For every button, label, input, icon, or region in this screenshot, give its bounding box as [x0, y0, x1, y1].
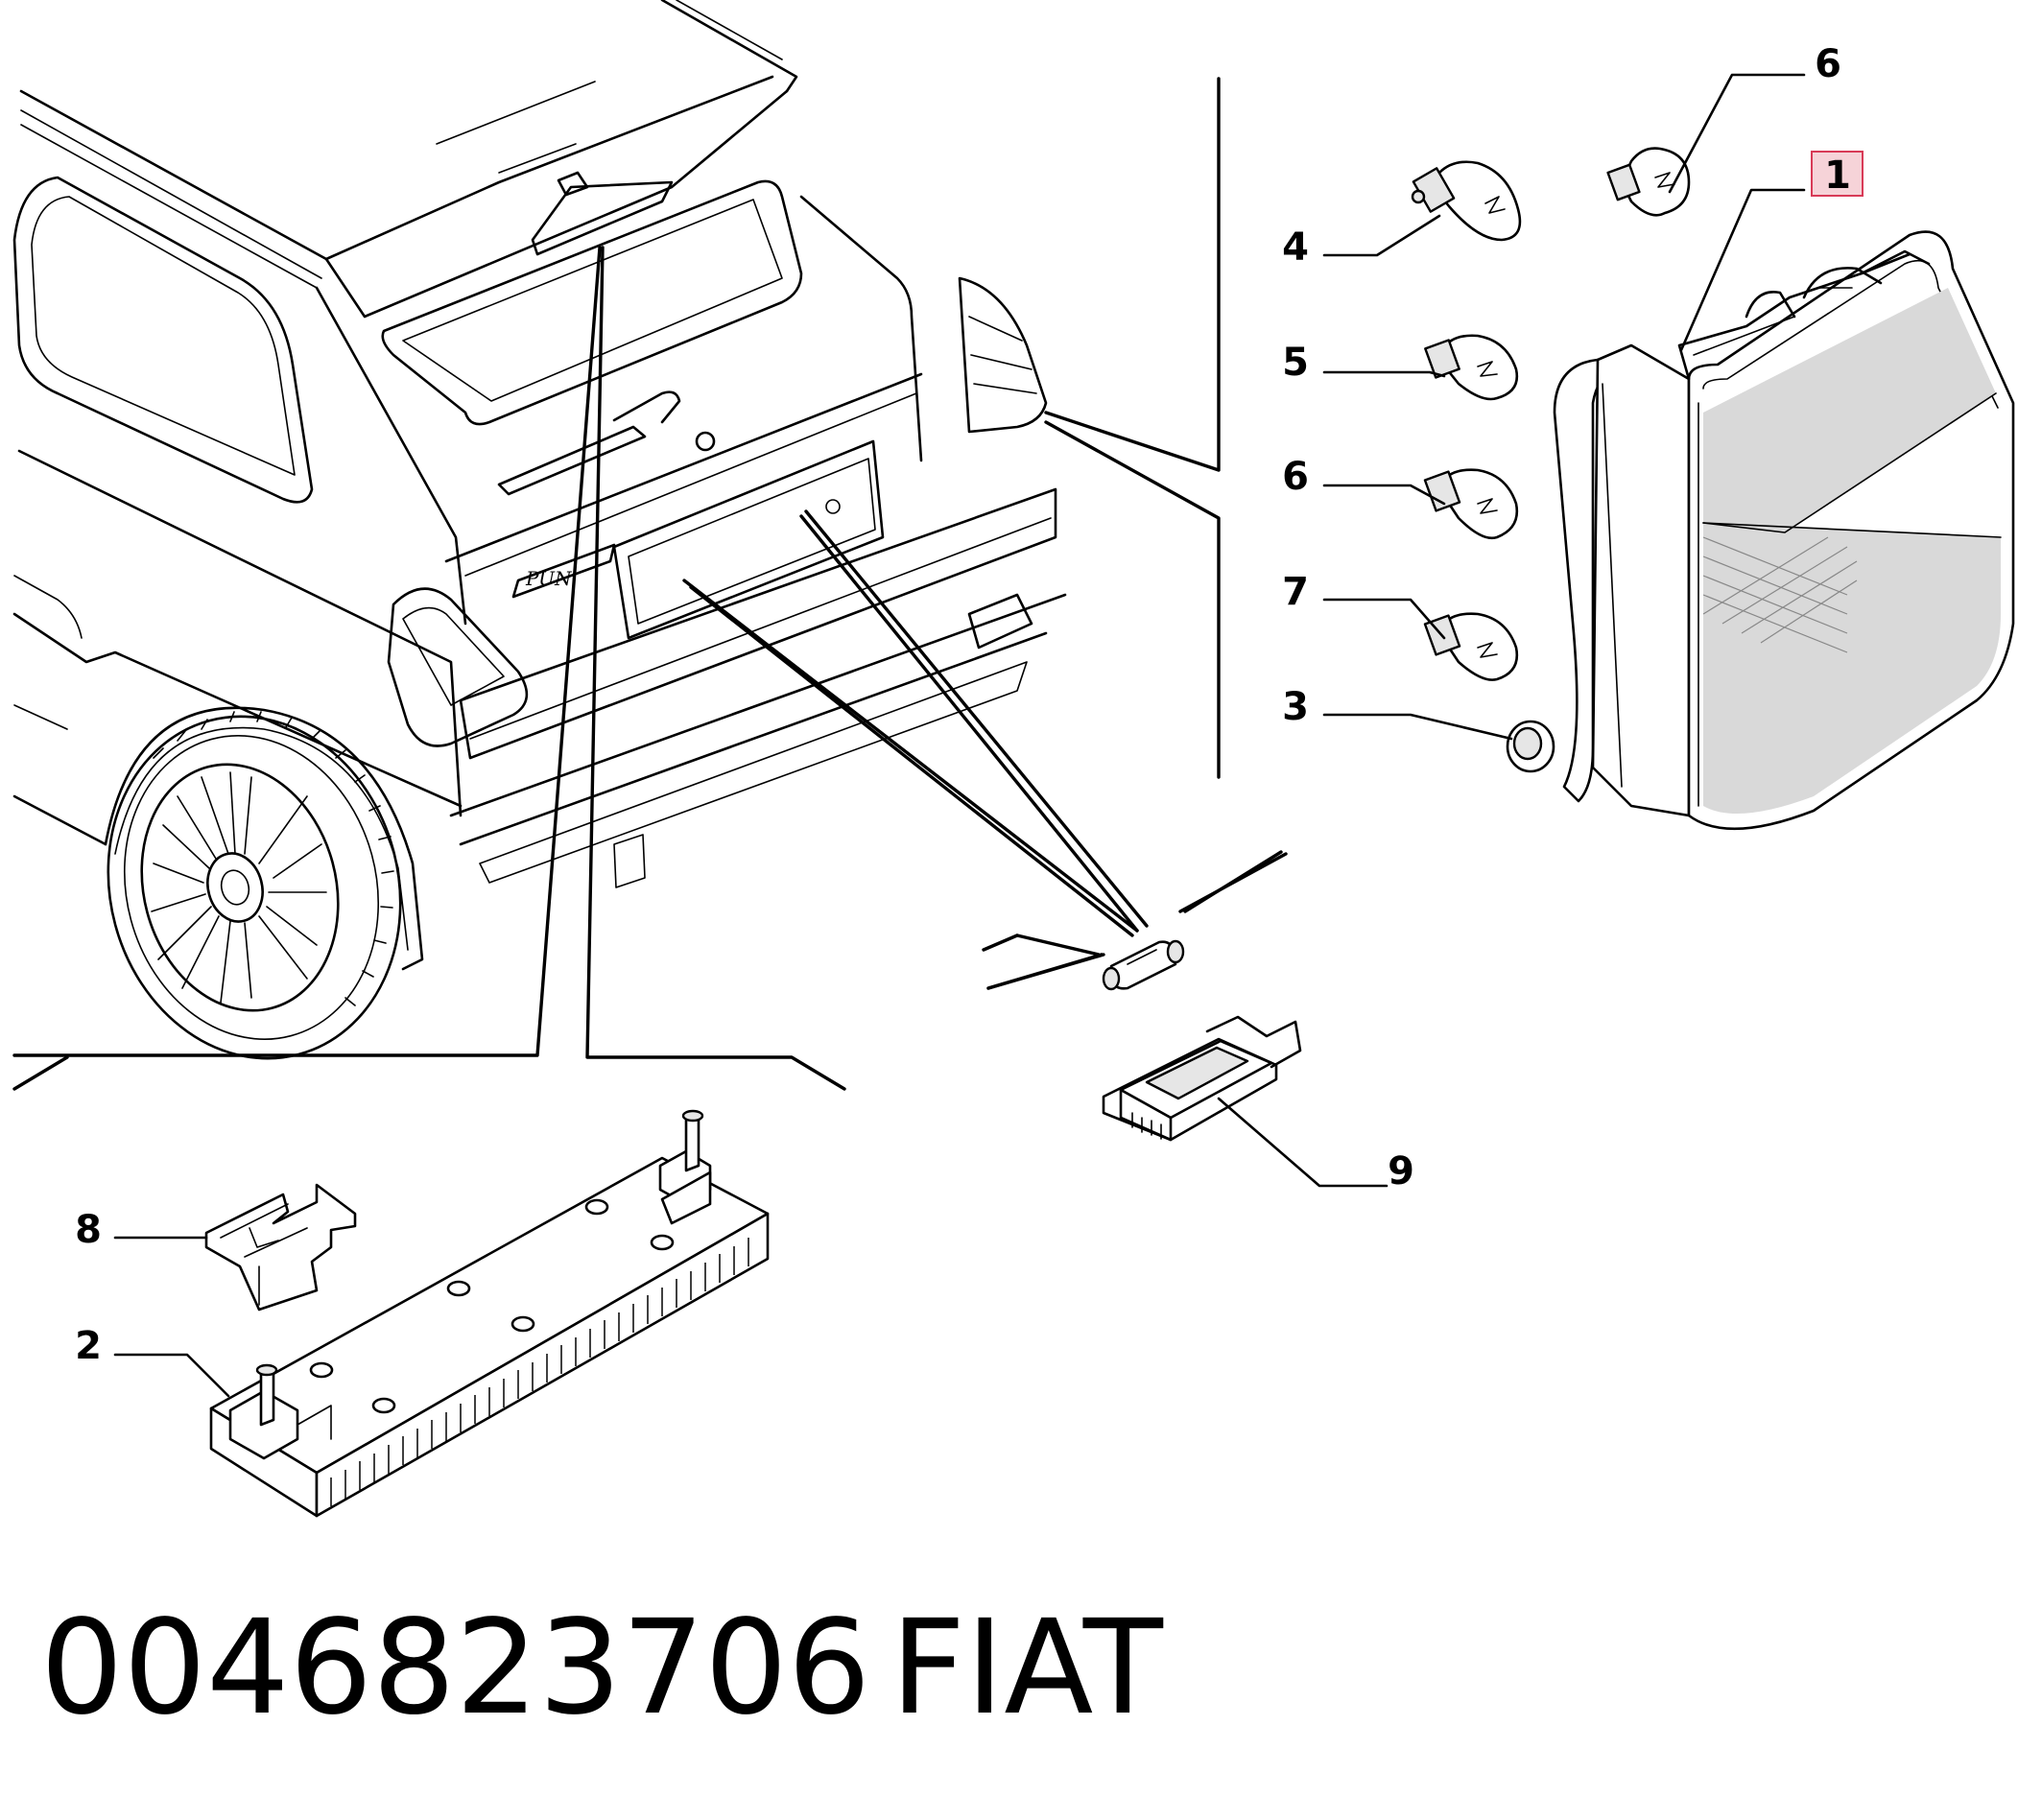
callout-2: 2 — [75, 1324, 102, 1368]
number-plate-lamp — [1102, 939, 1302, 1142]
svg-text:PUN: PUN — [525, 567, 573, 590]
bulb-6-top — [1606, 147, 1691, 217]
callout-8: 8 — [75, 1208, 102, 1252]
callout-labels: 6 1 4 5 6 7 3 9 8 2 — [75, 42, 1864, 1368]
callout-3: 3 — [1282, 685, 1309, 729]
callout-leaders — [113, 73, 1806, 1398]
clip — [204, 1183, 357, 1312]
callout-1: 1 — [1824, 154, 1851, 198]
callout-6-top: 6 — [1815, 42, 1841, 86]
bulb-4 — [1411, 160, 1522, 242]
callout-1-highlight — [1811, 151, 1864, 197]
third-brake-light — [209, 1109, 770, 1518]
callout-6-middle: 6 — [1282, 455, 1309, 499]
callout-5: 5 — [1282, 341, 1309, 385]
lens-ribs — [330, 1238, 749, 1506]
tail-lamp-assembly — [1553, 230, 2015, 831]
brand-name: FIAT — [890, 1593, 1164, 1744]
bulb-7 — [1423, 612, 1519, 681]
callout-9: 9 — [1388, 1149, 1414, 1194]
grommet-3 — [1506, 720, 1555, 773]
bulb-5 — [1424, 334, 1519, 401]
assembly-leader-lines — [12, 77, 1288, 1091]
callout-4: 4 — [1282, 225, 1309, 270]
caption: 0046823706 FIAT — [40, 1593, 1164, 1744]
car-rear-view: PUN — [12, 0, 1067, 1060]
bulb-6-middle — [1423, 468, 1519, 540]
part-number: 0046823706 — [40, 1593, 870, 1744]
callout-7: 7 — [1282, 570, 1309, 614]
